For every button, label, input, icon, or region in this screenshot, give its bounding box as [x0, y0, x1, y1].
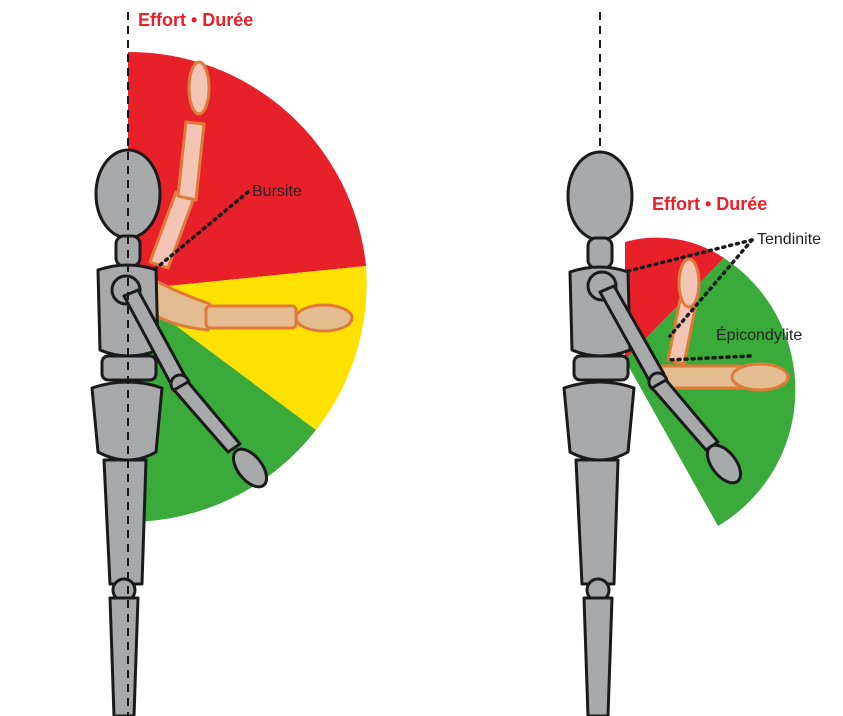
left-bursite-label: Bursite [252, 183, 302, 200]
right-tendinite-label: Tendinite [757, 231, 821, 248]
right-epicondylite-label: Épicondylite [716, 325, 802, 344]
right-figure: Effort • Durée Tendinite Épicondylite [564, 12, 821, 716]
right-figure-title: Effort • Durée [652, 194, 767, 214]
left-figure-title: Effort • Durée [138, 10, 253, 30]
left-figure: Effort • Durée Bursite [92, 10, 367, 716]
